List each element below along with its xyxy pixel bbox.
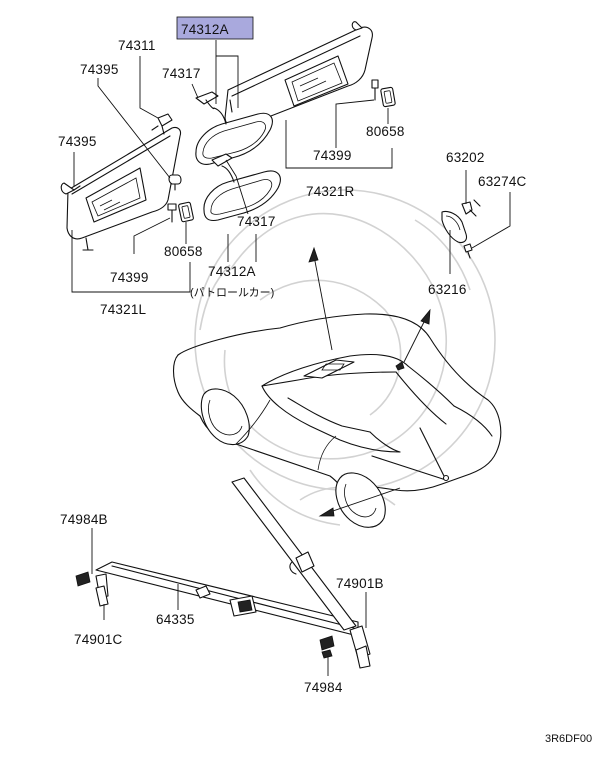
leader-lines xyxy=(71,40,511,676)
mirror-pad-right xyxy=(380,86,396,108)
part-labels: 74312A 74311 74395 74317 74395 80658 743… xyxy=(58,16,592,745)
pointer-arrows xyxy=(308,246,431,517)
screw-right xyxy=(371,79,379,101)
label-74317-mid[interactable]: 74317 xyxy=(237,214,276,229)
diagram-code: 3R6DF00 xyxy=(545,733,592,745)
label-74984[interactable]: 74984 xyxy=(304,680,343,695)
label-74312A-bottom[interactable]: 74312A xyxy=(208,264,256,279)
screw-left xyxy=(167,203,177,223)
label-patrol-car-note: (パトロールカー) xyxy=(190,286,274,299)
highlighted-part-box xyxy=(176,16,254,40)
label-74321R[interactable]: 74321R xyxy=(306,184,355,199)
label-74399-left[interactable]: 74399 xyxy=(110,270,149,285)
label-74901C[interactable]: 74901C xyxy=(74,632,123,647)
label-80658-left[interactable]: 80658 xyxy=(164,244,203,259)
label-74399-right[interactable]: 74399 xyxy=(313,148,352,163)
bolt-74311 xyxy=(151,113,173,135)
seat-belt-assembly xyxy=(75,477,371,669)
sun-visor-right xyxy=(224,21,373,130)
mirror-pad-left xyxy=(178,201,194,223)
car-body xyxy=(172,313,502,528)
label-74395-left[interactable]: 74395 xyxy=(58,134,97,149)
label-80658-right[interactable]: 80658 xyxy=(366,124,405,139)
label-74395-upper[interactable]: 74395 xyxy=(80,62,119,77)
label-63202[interactable]: 63202 xyxy=(446,150,485,165)
label-74312A-top[interactable]: 74312A xyxy=(181,22,229,37)
label-74321L[interactable]: 74321L xyxy=(100,302,147,317)
label-74984B[interactable]: 74984B xyxy=(60,512,108,527)
rearview-mirror-top xyxy=(195,107,273,165)
assist-grip-63216 xyxy=(441,199,481,259)
label-74317-top[interactable]: 74317 xyxy=(162,66,201,81)
label-63216[interactable]: 63216 xyxy=(428,282,467,297)
label-63274C[interactable]: 63274C xyxy=(478,174,527,189)
label-74901B[interactable]: 74901B xyxy=(336,576,384,591)
mirror-mount-74317-top xyxy=(195,91,219,110)
label-64335[interactable]: 64335 xyxy=(156,612,195,627)
label-74311[interactable]: 74311 xyxy=(118,38,156,53)
